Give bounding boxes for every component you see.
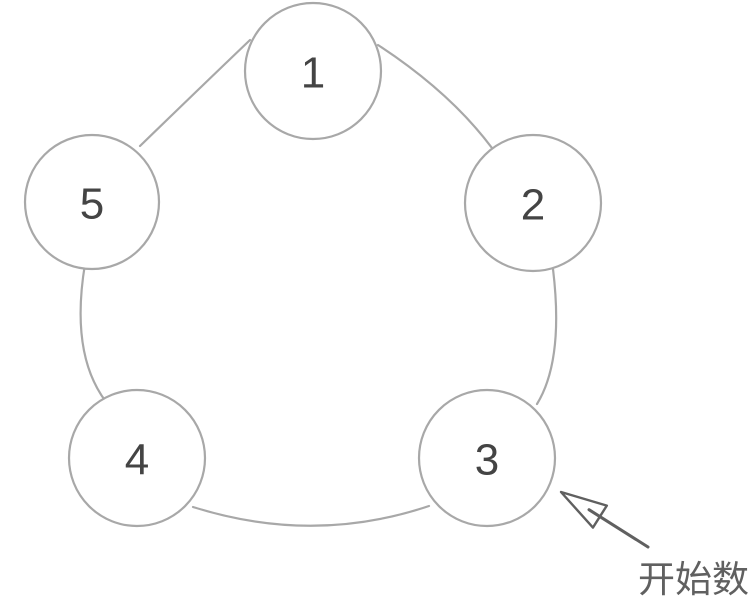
edge-node2-node3: [535, 267, 558, 406]
node-3-label: 3: [475, 436, 499, 485]
node-5-circle[interactable]: [23, 133, 161, 271]
node-2-circle[interactable]: [463, 133, 603, 273]
annotation-arrow-head-icon: [559, 490, 609, 529]
node-5-label: 5: [80, 180, 104, 229]
node-1-label: 1: [301, 49, 325, 98]
edge-node4-node5: [79, 262, 113, 410]
node-1-circle[interactable]: [243, 1, 383, 141]
edge-node3-node4: [191, 504, 431, 527]
annotation-arrow-line: [587, 508, 650, 549]
node-4-circle[interactable]: [67, 388, 207, 528]
node-1[interactable]: 1: [243, 1, 383, 141]
edge-node1-node2: [376, 43, 494, 150]
node-2[interactable]: 2: [463, 133, 603, 273]
node-5[interactable]: 5: [23, 133, 161, 271]
edge-node5-node1: [138, 38, 252, 148]
annotation-label: 开始数: [638, 558, 749, 601]
node-2-label: 2: [521, 181, 545, 230]
node-4-label: 4: [125, 436, 149, 485]
node-3[interactable]: 3: [417, 388, 557, 528]
node-3-circle[interactable]: [417, 388, 557, 528]
edge-group: [79, 38, 558, 527]
start-number-annotation: 开始数: [559, 490, 749, 601]
node-4[interactable]: 4: [67, 388, 207, 528]
